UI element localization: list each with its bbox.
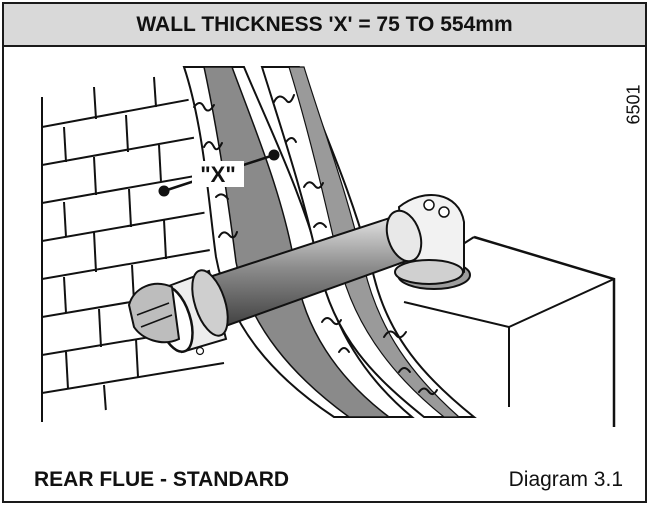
diagram-number: Diagram 3.1 xyxy=(508,468,623,491)
flue-pipe xyxy=(127,209,423,356)
header-title: WALL THICKNESS 'X' = 75 TO 554mm xyxy=(4,4,645,47)
diagram-frame: WALL THICKNESS 'X' = 75 TO 554mm xyxy=(2,2,647,503)
flue-elbow xyxy=(394,194,471,290)
dimension-marker: "X" xyxy=(158,149,280,197)
figure-code: 6501 xyxy=(623,83,644,125)
dimension-endpoint-left xyxy=(158,185,170,197)
flue-illustration: "X" xyxy=(41,66,616,427)
dimension-endpoint-right xyxy=(268,149,280,161)
figure-caption: REAR FLUE - STANDARD xyxy=(34,468,290,491)
dimension-label: "X" xyxy=(200,162,236,187)
wall-section xyxy=(182,66,477,418)
